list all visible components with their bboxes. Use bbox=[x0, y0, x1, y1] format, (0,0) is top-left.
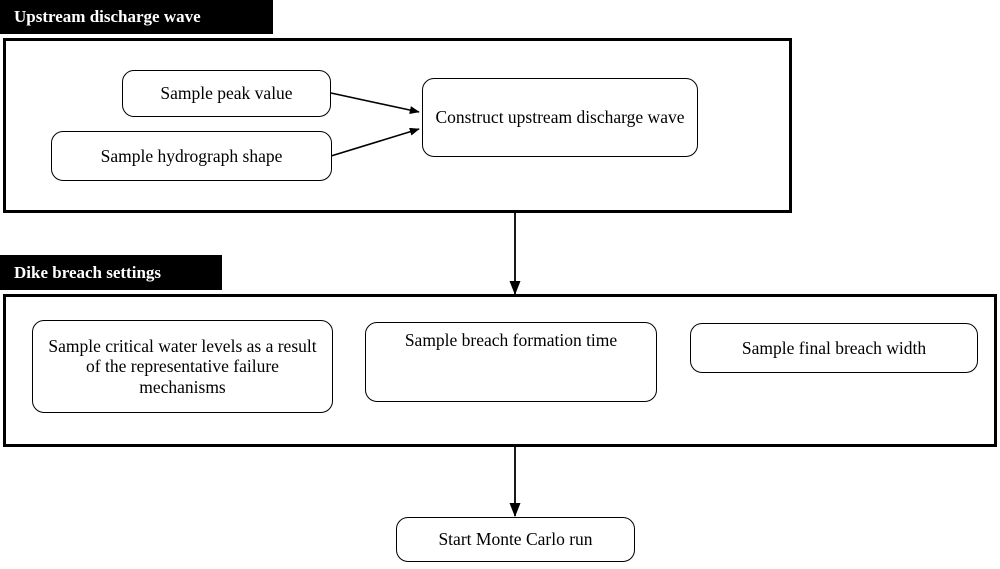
node-label-sample-breach-formation-time: Sample breach formation time bbox=[404, 330, 618, 350]
node-label-sample-hydrograph-shape: Sample hydrograph shape bbox=[100, 145, 283, 166]
node-label-sample-peak-value: Sample peak value bbox=[160, 83, 293, 104]
node-label-sample-critical-water-levels: Sample critical water levels as a result… bbox=[48, 335, 317, 397]
group-header-dike-breach-settings: Dike breach settings bbox=[0, 255, 222, 290]
group-header-label-dike-breach: Dike breach settings bbox=[14, 262, 162, 282]
node-construct-upstream-discharge-wave[interactable]: Construct upstream discharge wave bbox=[422, 78, 698, 157]
node-label-start-monte-carlo-run: Start Monte Carlo run bbox=[438, 529, 593, 550]
node-sample-peak-value[interactable]: Sample peak value bbox=[122, 70, 331, 117]
group-header-label-upstream: Upstream discharge wave bbox=[14, 7, 201, 26]
node-sample-final-breach-width[interactable]: Sample final breach width bbox=[690, 323, 978, 373]
node-sample-breach-formation-time[interactable]: Sample breach formation time bbox=[365, 322, 657, 402]
node-label-construct-upstream-discharge-wave: Construct upstream discharge wave bbox=[435, 107, 685, 128]
node-sample-hydrograph-shape[interactable]: Sample hydrograph shape bbox=[51, 131, 332, 181]
node-sample-critical-water-levels[interactable]: Sample critical water levels as a result… bbox=[32, 320, 333, 413]
group-header-upstream-discharge-wave: Upstream discharge wave bbox=[0, 0, 273, 34]
node-label-sample-final-breach-width: Sample final breach width bbox=[741, 337, 927, 358]
node-start-monte-carlo-run[interactable]: Start Monte Carlo run bbox=[396, 517, 635, 562]
